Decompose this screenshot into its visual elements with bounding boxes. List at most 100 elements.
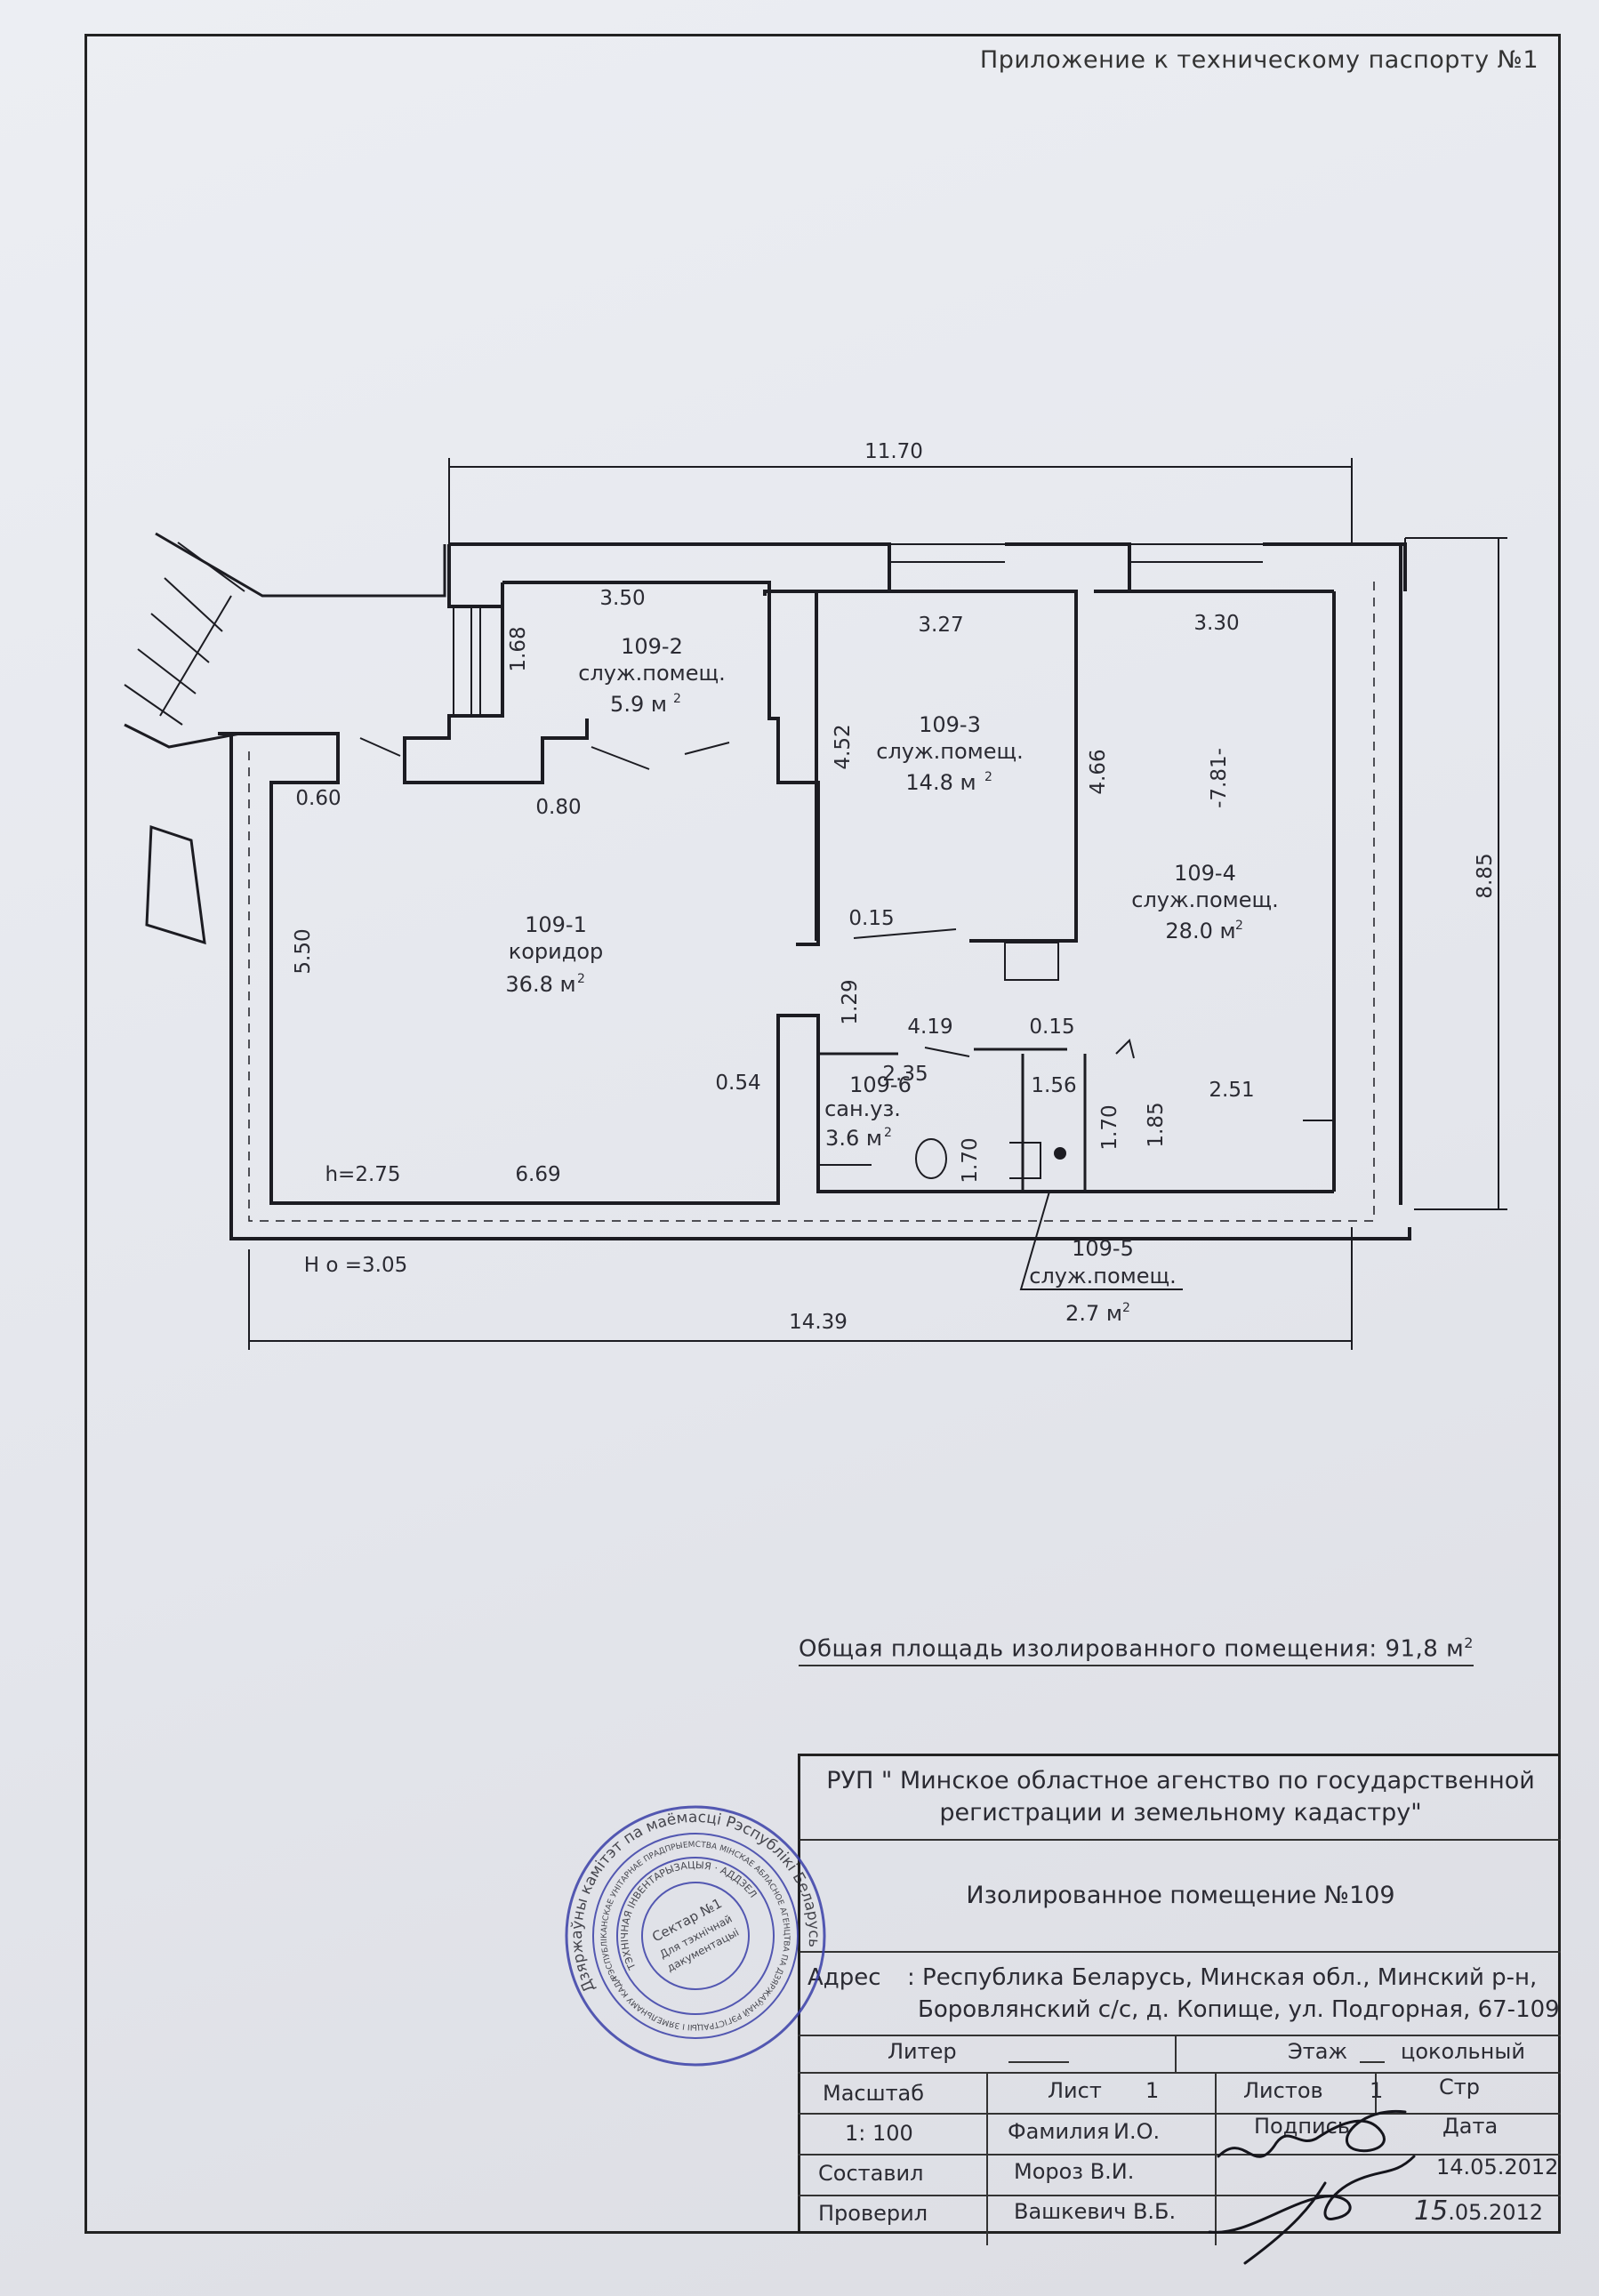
dim-129: 1.29 xyxy=(839,979,862,1024)
dim-right-height: 8.85 xyxy=(1474,853,1497,898)
room-109-3-name: служ.помещ. xyxy=(876,739,1023,764)
address-row: Адрес : Республика Беларусь, Минская обл… xyxy=(800,1951,1561,2032)
floor-height: H o =3.05 xyxy=(304,1254,407,1277)
partition-109-3 xyxy=(815,590,1078,943)
dim-r4-width: 3.30 xyxy=(1193,612,1239,635)
sheets-value: 1 xyxy=(1370,2078,1384,2103)
date-label: Дата xyxy=(1442,2114,1499,2139)
scale-label: Масштаб xyxy=(823,2081,925,2106)
dim-235: 2.35 xyxy=(882,1063,928,1086)
room-109-5-number: 109-5 xyxy=(1072,1236,1134,1261)
stair-block xyxy=(124,532,446,945)
checked-date: 15.05.2012 xyxy=(1414,2196,1543,2227)
organization-line-2: регистрации и земельному кадастру" xyxy=(939,1799,1422,1826)
signature-label: Подпись xyxy=(1254,2114,1350,2139)
leader-109-5 xyxy=(1019,1191,1183,1290)
dim-170a: 1.70 xyxy=(959,1137,982,1183)
dim-419: 4.19 xyxy=(907,1016,952,1039)
address-line-1: : Республика Беларусь, Минская обл., Мин… xyxy=(907,1964,1538,1991)
stairs xyxy=(124,542,245,726)
room-109-5-area: 2.7 м xyxy=(1065,1301,1122,1326)
sheet-value: 1 xyxy=(1145,2078,1160,2103)
room-109-6-area: 3.6 м xyxy=(825,1126,882,1151)
dim-185: 1.85 xyxy=(1145,1102,1168,1147)
room-109-4-area: 28.0 м xyxy=(1165,919,1235,943)
upper-window-band xyxy=(889,538,1406,563)
room-109-2-area: 5.9 м xyxy=(610,692,667,717)
sheets-label: Листов xyxy=(1243,2078,1323,2103)
dim-top-width: 11.70 xyxy=(864,440,923,463)
room-109-3-area: 14.8 м xyxy=(905,770,976,795)
address-line-2: Боровлянский с/с, д. Копище, ул. Подгорн… xyxy=(918,1996,1560,2023)
dim-r2-height: 1.68 xyxy=(507,626,530,671)
area-sup: 2 xyxy=(984,770,992,784)
checked-date-rest: .05.2012 xyxy=(1448,2200,1544,2225)
address-value: : Республика Беларусь, Минская обл., Мин… xyxy=(907,1962,1560,2026)
room-109-1-area: 36.8 м xyxy=(505,972,575,997)
scale-value: 1: 100 xyxy=(845,2121,913,2146)
area-sup: 2 xyxy=(884,1126,892,1140)
room-109-2-name: служ.помещ. xyxy=(578,661,725,686)
room-109-2 xyxy=(403,581,820,946)
total-area: Общая площадь изолированного помещения: … xyxy=(799,1634,1474,1666)
dim-015b: 0.15 xyxy=(1029,1016,1074,1039)
bath-block xyxy=(818,1048,1334,1193)
corridor-wall xyxy=(218,732,1334,1205)
room-109-1-number: 109-1 xyxy=(525,912,587,937)
floor-value: цокольный xyxy=(1401,2039,1525,2064)
composed-name: Мороз В.И. xyxy=(1014,2159,1135,2184)
dim-r4-inner: 4.66 xyxy=(1087,749,1110,794)
dim-550: 5.50 xyxy=(292,928,315,974)
fixtures xyxy=(818,942,1335,1183)
area-unit-superscripts: 2 2 2 2 2 2 xyxy=(577,692,1243,1315)
area-sup: 2 xyxy=(1235,919,1243,933)
room-109-6-number: 109-6 xyxy=(849,1072,912,1097)
left-outer-wall xyxy=(218,732,1411,1240)
room-109-3-number: 109-3 xyxy=(919,712,981,737)
checked-name: Вашкевич В.Б. xyxy=(1014,2199,1177,2224)
title-grid xyxy=(798,2035,1561,2245)
organization-line-1: РУП " Минское областное агенство по госу… xyxy=(826,1767,1535,1794)
dim-015a: 0.15 xyxy=(848,907,894,930)
total-area-label: Общая площадь изолированного помещения: … xyxy=(799,1635,1465,1663)
dim-r3-height: 4.52 xyxy=(832,724,855,769)
drawing-frame xyxy=(84,34,1561,2234)
area-sup: 2 xyxy=(577,972,585,986)
dim-080: 0.80 xyxy=(535,796,581,819)
drain-point xyxy=(1054,1147,1066,1160)
room-109-4-number: 109-4 xyxy=(1174,861,1236,886)
room-109-6-name: сан.уз. xyxy=(824,1096,901,1121)
dashed-outline xyxy=(248,578,1375,1222)
dim-r3-width: 3.27 xyxy=(918,614,963,637)
room-109-4-name: служ.помещ. xyxy=(1131,887,1278,912)
area-sup: 2 xyxy=(673,692,681,706)
dim-170b: 1.70 xyxy=(1098,1104,1121,1150)
dim-line-bottom xyxy=(248,1227,1353,1350)
floor-plan: 11.70 14.39 8.85 3.50 1.68 109-2 служ.по… xyxy=(124,440,1507,1350)
dim-bottom-width: 14.39 xyxy=(789,1311,848,1334)
surname-label: Фамилия xyxy=(1008,2119,1110,2144)
outer-wall xyxy=(447,542,1407,608)
dim-251: 2.51 xyxy=(1209,1079,1254,1102)
composed-label: Составил xyxy=(818,2161,924,2186)
room-109-5-name: служ.помещ. xyxy=(1029,1264,1176,1288)
initials-label: И.О. xyxy=(1113,2119,1161,2144)
toilet xyxy=(915,1138,947,1179)
dim-669: 6.69 xyxy=(515,1163,560,1186)
dim-line-top xyxy=(448,458,1353,544)
checked-date-day: 15 xyxy=(1414,2196,1449,2227)
sheet-label: Лист xyxy=(1048,2078,1102,2103)
organization-row: РУП " Минское областное агенство по госу… xyxy=(800,1756,1561,1841)
title-block: РУП " Минское областное агенство по госу… xyxy=(798,1754,1561,2245)
liter-label: Литер xyxy=(888,2039,957,2064)
appendix-caption: Приложение к техническому паспорту №1 xyxy=(979,46,1539,74)
dim-r2-width: 3.50 xyxy=(599,587,645,610)
dim-060: 0.60 xyxy=(295,787,341,810)
dim-r4-length: -7.81- xyxy=(1208,748,1231,808)
total-area-sup: 2 xyxy=(1464,1634,1474,1651)
right-wall xyxy=(1332,542,1405,1205)
area-sup: 2 xyxy=(1122,1301,1130,1315)
composed-date: 14.05.2012 xyxy=(1436,2155,1559,2180)
dim-054: 0.54 xyxy=(715,1072,760,1095)
